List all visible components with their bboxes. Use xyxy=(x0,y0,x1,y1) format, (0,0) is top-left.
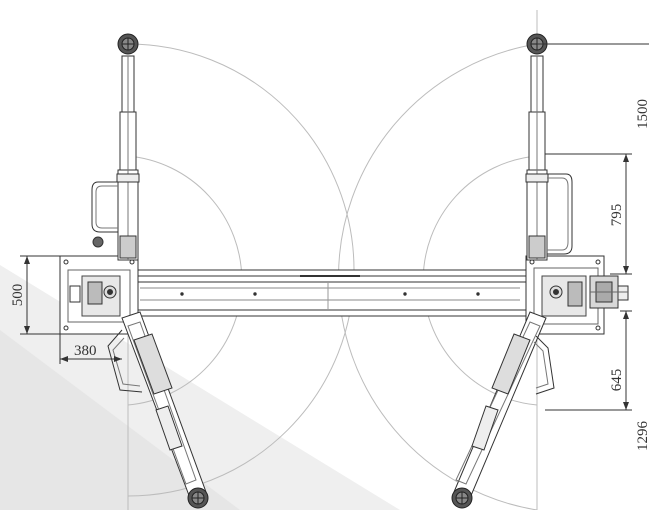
left-upper-arm xyxy=(91,55,140,261)
dimension-label-795: 795 xyxy=(609,204,625,227)
crossbeam xyxy=(117,269,539,317)
dimension-label-645: 645 xyxy=(609,369,625,392)
dimension-lines-right xyxy=(537,43,649,411)
right-lower-arm xyxy=(453,311,555,499)
left-lower-arm xyxy=(107,311,207,499)
left-lower-pad xyxy=(187,487,209,509)
dimension-label-500: 500 xyxy=(10,284,26,307)
dimension-label-1296: 1296 xyxy=(635,421,649,452)
left-base-plate xyxy=(59,255,139,335)
dimension-label-380: 380 xyxy=(74,343,97,359)
left-upper-pad xyxy=(117,33,139,55)
right-upper-arm xyxy=(525,55,573,261)
dimension-500 xyxy=(20,255,62,335)
dimension-380 xyxy=(59,330,122,364)
dimension-label-1500: 1500 xyxy=(635,99,649,129)
right-lower-pad xyxy=(451,487,473,509)
power-unit xyxy=(589,275,629,309)
